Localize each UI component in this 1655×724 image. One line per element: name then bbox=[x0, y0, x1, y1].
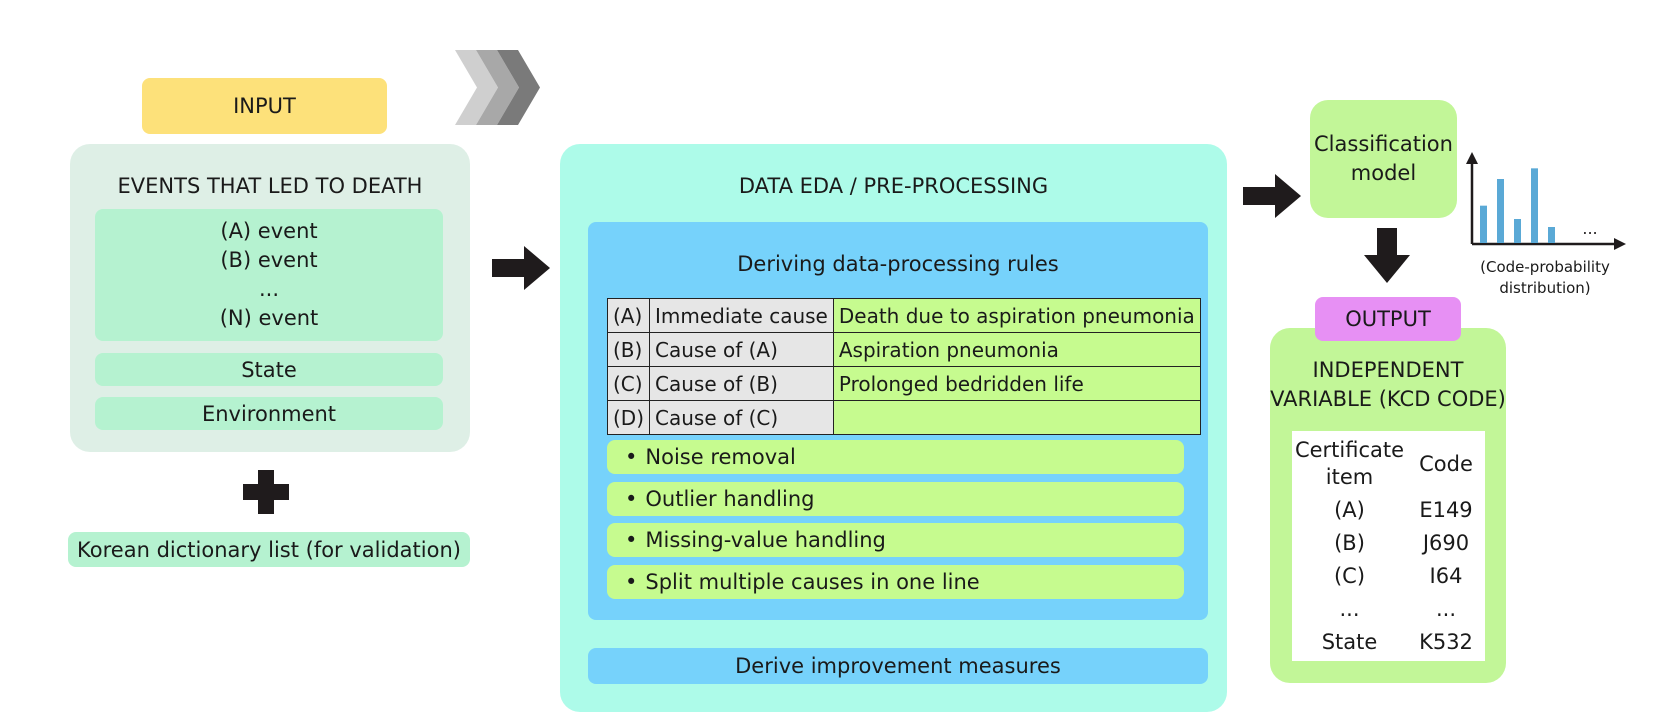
table-header-row: Certificate item Code bbox=[1292, 435, 1485, 493]
bullet-icon: • bbox=[625, 445, 638, 469]
input-label: INPUT bbox=[142, 78, 387, 134]
event-item: ... bbox=[258, 277, 280, 301]
step-missing-value-handling: • Missing-value handling bbox=[607, 523, 1184, 557]
improvement-box: Derive improvement measures bbox=[588, 648, 1208, 684]
table-cell: (A) bbox=[1334, 497, 1365, 522]
step-noise-removal: • Noise removal bbox=[607, 440, 1184, 474]
table-cell: Prolonged bedridden life bbox=[832, 366, 1201, 401]
chart-y-axis-arrow bbox=[1466, 152, 1478, 164]
state-box: State bbox=[95, 353, 443, 386]
events-title: EVENTS THAT LED TO DEATH bbox=[117, 174, 423, 198]
header-line: Certificate bbox=[1294, 438, 1405, 462]
table-row: (B) J690 bbox=[1292, 526, 1485, 559]
table-cell: Death due to aspiration pneumonia bbox=[832, 298, 1201, 333]
table-cell: E149 bbox=[1419, 497, 1473, 522]
rules-table: (A) Immediate cause Death due to aspirat… bbox=[606, 298, 1201, 435]
chart-bars bbox=[1480, 168, 1555, 243]
event-item: (A) event bbox=[220, 219, 318, 243]
caption-line: (Code-probability bbox=[1480, 258, 1610, 276]
input-label-text: INPUT bbox=[233, 94, 296, 118]
output-title-line: VARIABLE (KCD CODE) bbox=[1270, 387, 1506, 411]
table-cell: K532 bbox=[1419, 629, 1473, 654]
table-row: (A) Immediate cause Death due to aspirat… bbox=[606, 298, 1201, 333]
table-row: (D) Cause of (C) bbox=[606, 400, 1201, 435]
table-cell: (B) bbox=[606, 332, 651, 367]
caption-line: distribution) bbox=[1499, 279, 1591, 297]
chart-caption: (Code-probability distribution) bbox=[1455, 256, 1635, 300]
bullet-icon: • bbox=[625, 487, 638, 511]
step-label: Noise removal bbox=[645, 445, 796, 469]
table-cell: (D) bbox=[606, 400, 651, 435]
step-label: Split multiple causes in one line bbox=[645, 570, 980, 594]
table-cell: J690 bbox=[1422, 530, 1470, 555]
table-cell: Aspiration pneumonia bbox=[832, 332, 1201, 367]
chart-ellipsis: ... bbox=[1582, 219, 1597, 238]
table-row: (B) Cause of (A) Aspiration pneumonia bbox=[606, 332, 1201, 367]
table-cell: (C) bbox=[606, 366, 651, 401]
output-title-line: INDEPENDENT bbox=[1312, 358, 1464, 382]
table-cell: Immediate cause bbox=[649, 298, 834, 333]
right-arrow-icon bbox=[1243, 174, 1301, 218]
step-label: Outlier handling bbox=[645, 487, 815, 511]
table-cell: ... bbox=[1435, 596, 1457, 621]
output-title: INDEPENDENT VARIABLE (KCD CODE) bbox=[1270, 356, 1506, 414]
chart-bar bbox=[1497, 179, 1504, 243]
eda-title: DATA EDA / PRE-PROCESSING bbox=[738, 174, 1049, 198]
chart-bar bbox=[1548, 227, 1555, 243]
events-box: (A) event (B) event ... (N) event bbox=[95, 209, 443, 341]
code-table-panel bbox=[1292, 431, 1485, 661]
table-cell bbox=[832, 400, 1201, 435]
probability-distribution-chart: ... bbox=[1466, 152, 1626, 250]
model-label-line: Classification bbox=[1314, 132, 1453, 156]
table-cell: Cause of (B) bbox=[649, 366, 834, 401]
rules-title: Deriving data-processing rules bbox=[737, 252, 1059, 276]
model-label-line: model bbox=[1350, 161, 1417, 185]
table-cell: (A) bbox=[606, 298, 651, 333]
dictionary-box: Korean dictionary list (for validation) bbox=[68, 532, 470, 567]
table-cell: State bbox=[1321, 629, 1378, 654]
event-item: (N) event bbox=[219, 306, 319, 330]
bullet-icon: • bbox=[625, 528, 638, 552]
table-row: (A) E149 bbox=[1292, 493, 1485, 526]
classification-model-box: Classification model bbox=[1310, 100, 1457, 218]
bullet-icon: • bbox=[625, 570, 638, 594]
chart-bar bbox=[1480, 205, 1487, 243]
header-line: item bbox=[1325, 465, 1374, 489]
plus-icon bbox=[243, 470, 289, 514]
table-row: State K532 bbox=[1292, 625, 1485, 658]
environment-box: Environment bbox=[95, 397, 443, 430]
table-cell: Cause of (C) bbox=[649, 400, 834, 435]
step-split-causes: • Split multiple causes in one line bbox=[607, 565, 1184, 599]
step-outlier-handling: • Outlier handling bbox=[607, 482, 1184, 516]
table-row: ... ... bbox=[1292, 592, 1485, 625]
down-arrow-icon bbox=[1364, 228, 1410, 283]
table-row: (C) I64 bbox=[1292, 559, 1485, 592]
table-row: (C) Cause of (B) Prolonged bedridden lif… bbox=[606, 366, 1201, 401]
table-cell: (B) bbox=[1334, 530, 1365, 555]
chart-x-axis-arrow bbox=[1614, 238, 1626, 250]
header-code: Code bbox=[1419, 451, 1473, 476]
kcd-code-table: Certificate item Code (A) E149 (B) J690 … bbox=[1292, 435, 1485, 658]
output-label: OUTPUT bbox=[1315, 297, 1461, 341]
table-cell: (C) bbox=[1333, 563, 1366, 588]
step-label: Missing-value handling bbox=[645, 528, 886, 552]
table-cell: I64 bbox=[1429, 563, 1463, 588]
header-certificate-item: Certificate item bbox=[1292, 435, 1407, 493]
right-arrow-icon bbox=[492, 246, 550, 290]
table-cell: ... bbox=[1339, 596, 1360, 621]
chevron-arrows-icon bbox=[455, 50, 540, 125]
chart-bar bbox=[1514, 219, 1521, 243]
event-item: (B) event bbox=[220, 248, 318, 272]
chart-bar bbox=[1531, 168, 1538, 243]
table-cell: Cause of (A) bbox=[649, 332, 834, 367]
